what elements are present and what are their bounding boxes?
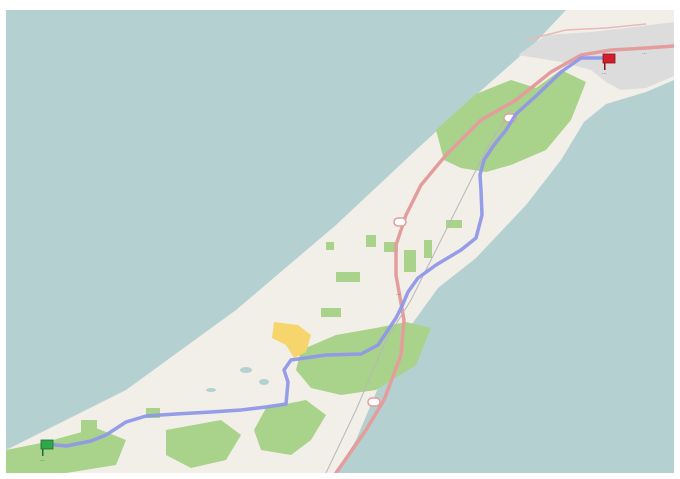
start-marker-label: ...	[40, 457, 45, 463]
forest-patch	[321, 308, 341, 317]
forest-patch	[404, 250, 416, 272]
pond	[206, 388, 216, 392]
forest-patch	[336, 272, 360, 282]
route-line	[44, 56, 604, 448]
road-shield	[367, 397, 381, 407]
end-marker-label: ...	[602, 70, 607, 76]
main-road	[334, 44, 674, 473]
end-flag-icon[interactable]: ...	[602, 53, 616, 76]
pond	[240, 367, 252, 373]
road-shield	[393, 217, 407, 227]
special-use-area	[272, 322, 311, 358]
forest-patch	[424, 240, 432, 258]
forest-patch	[446, 220, 462, 228]
forest-patch	[384, 242, 398, 252]
place-label-town: ...	[642, 50, 647, 56]
forest-patch	[326, 242, 334, 250]
map-canvas[interactable]: ... ... ... ...	[6, 10, 674, 473]
forest-area	[254, 400, 326, 455]
forest-area	[166, 420, 241, 468]
pond	[259, 379, 269, 385]
start-flag-icon[interactable]: ...	[40, 439, 54, 463]
minor-road	[525, 23, 647, 41]
forest-area	[296, 322, 431, 395]
forest-patch	[81, 420, 97, 432]
forest-patch	[366, 235, 376, 247]
place-label-village: ...	[396, 291, 401, 297]
forest-patch	[146, 408, 160, 418]
town-area	[518, 22, 674, 90]
